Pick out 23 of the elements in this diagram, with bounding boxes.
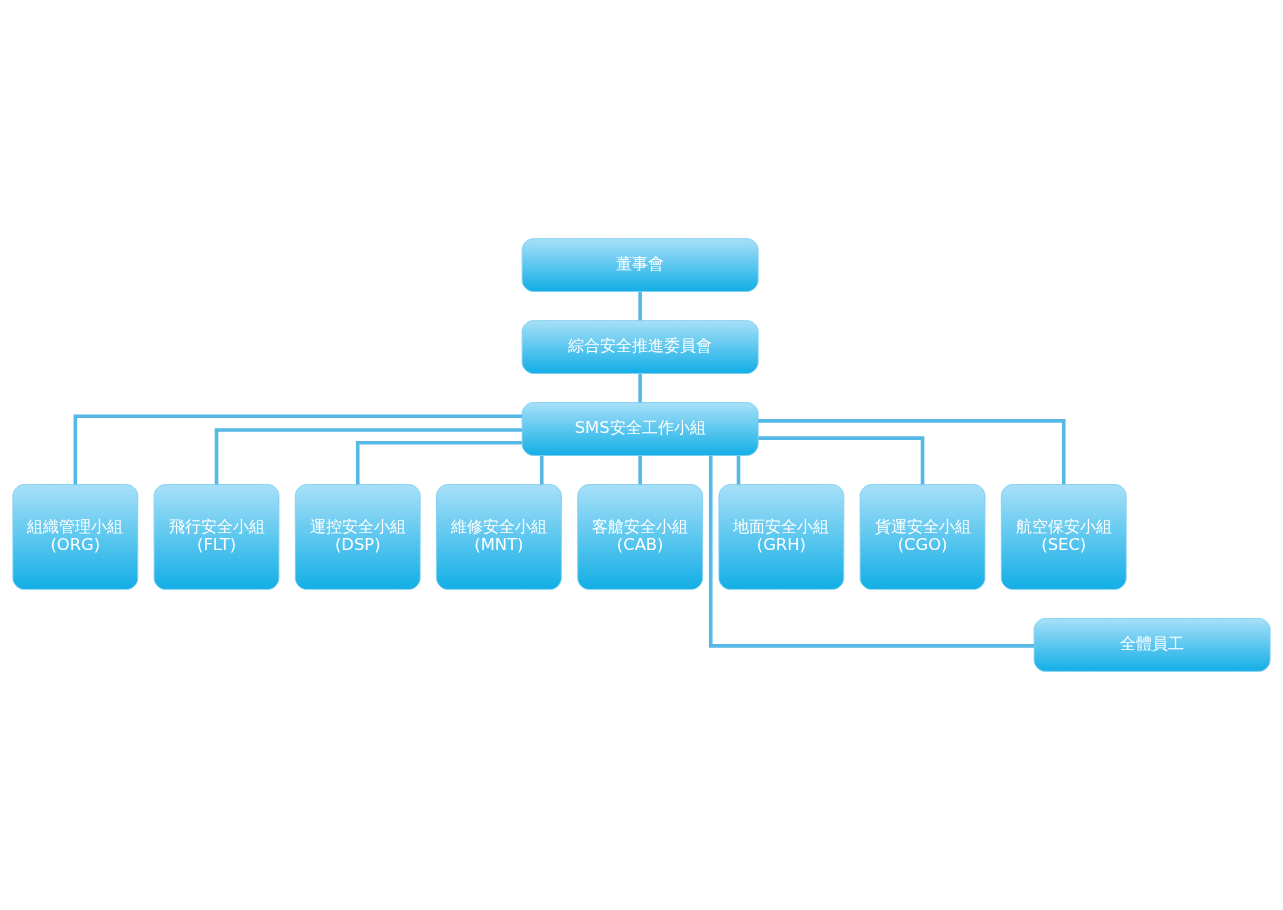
connector: [73, 414, 523, 485]
node-box: 客艙安全小組 (CAB): [577, 484, 703, 590]
connector: [758, 419, 1066, 485]
connector: [355, 440, 522, 485]
node-box: 飛行安全小組 (FLT): [153, 484, 280, 590]
node-box: 維修安全小組 (MNT): [436, 484, 562, 590]
connector: [758, 436, 925, 485]
connector: [708, 455, 1035, 648]
node-box: 運控安全小組 (DSP): [294, 484, 421, 590]
node-box: 地面安全小組 (GRH): [718, 484, 845, 590]
connector: [638, 291, 642, 321]
node-box: 董事會: [521, 238, 759, 292]
node-box: 組織管理小組 (ORG): [12, 484, 139, 590]
connector: [539, 455, 544, 485]
connector: [214, 428, 523, 485]
connector: [736, 455, 741, 485]
node-box: 綜合安全推進委員會: [521, 320, 759, 374]
node-box: 全體員工: [1033, 618, 1271, 672]
node-box: 航空保安小組 (SEC): [1000, 484, 1127, 590]
node-box: SMS安全工作小組: [521, 402, 759, 456]
connector: [638, 455, 642, 485]
connector: [638, 373, 642, 403]
node-box: 貨運安全小組 (CGO): [859, 484, 986, 590]
